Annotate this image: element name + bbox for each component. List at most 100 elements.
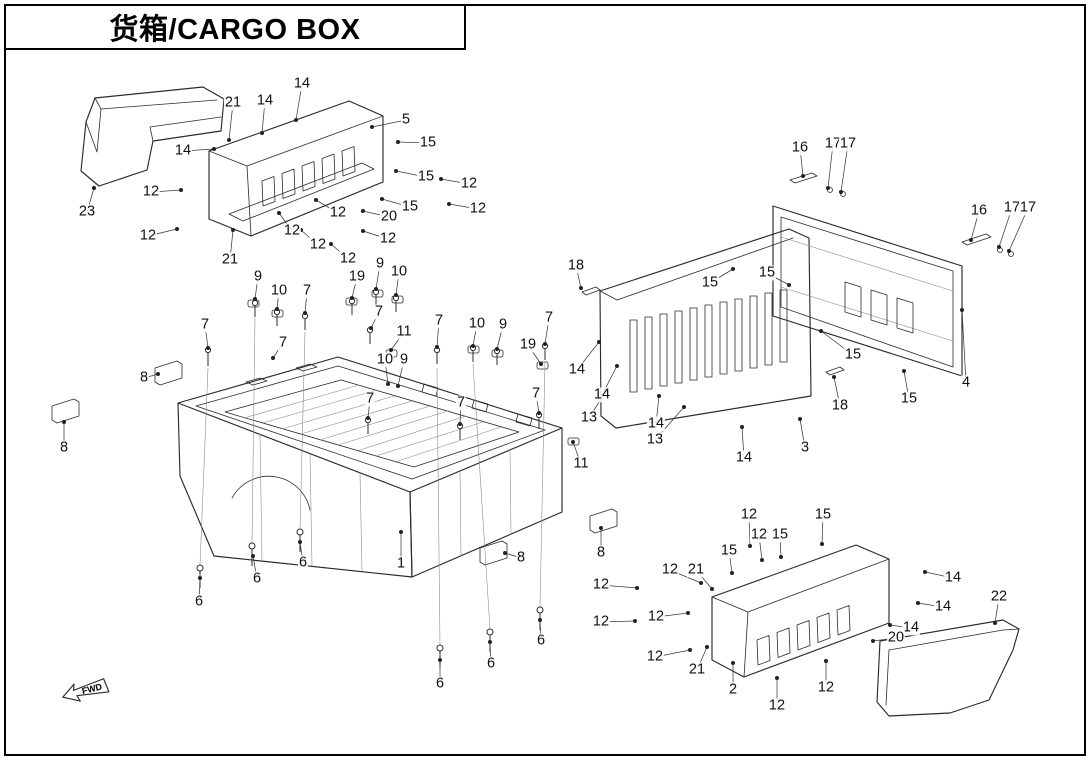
part-16-hinge-right [961, 233, 992, 246]
leader-dot [396, 384, 400, 388]
leader-dot [503, 551, 507, 555]
leader-line [395, 170, 427, 178]
part-8-brackets [51, 360, 618, 566]
leader-line [397, 359, 405, 387]
leader-line [150, 189, 182, 193]
page-title: 货箱/CARGO BOX [109, 14, 361, 46]
leader-dot [537, 411, 541, 415]
leader-line [362, 230, 389, 240]
leader-dot [62, 420, 66, 424]
leader-dot [277, 211, 281, 215]
leader-dot [832, 375, 836, 379]
leader-line [695, 569, 713, 590]
leader-line [600, 620, 636, 623]
leader-dot [902, 369, 906, 373]
leader-dot [156, 372, 160, 376]
leader-dot [179, 188, 183, 192]
leader-line [261, 100, 266, 134]
tailgate-emboss [844, 281, 914, 334]
leader-line [295, 83, 303, 121]
leader-dot [839, 190, 843, 194]
wheel-arch [231, 475, 311, 511]
leader-dot [361, 229, 365, 233]
leader-dot [633, 619, 637, 623]
leader-line [229, 229, 234, 261]
leader-dot [657, 394, 661, 398]
leader-line [390, 331, 405, 351]
leader-dot [447, 202, 451, 206]
leader-dot [597, 340, 601, 344]
leader-dot [251, 554, 255, 558]
leader-dot [394, 293, 398, 297]
leader-dot [760, 558, 764, 562]
leader-dot [748, 544, 752, 548]
leader-line [799, 418, 806, 449]
leader-line [86, 187, 95, 213]
leader-dot [389, 348, 393, 352]
leader-line [367, 398, 371, 419]
part-5-rail [228, 162, 375, 222]
leader-line [362, 210, 390, 218]
leader-dot [960, 308, 964, 312]
leader-dot [539, 362, 543, 366]
leader-dot [599, 526, 603, 530]
leader-dot [1007, 249, 1011, 253]
floor-ribs [243, 384, 502, 463]
panel-slats [629, 289, 788, 393]
leader-line [299, 541, 304, 564]
leader-dot [731, 661, 735, 665]
leader-dot [175, 227, 179, 231]
leader-dot [993, 621, 997, 625]
leader-line [539, 619, 542, 642]
title-box: 货箱/CARGO BOX [4, 4, 466, 50]
leader-line [436, 320, 440, 348]
leader-dot [303, 311, 307, 315]
leader-dot [740, 425, 744, 429]
leader-dot [699, 581, 703, 585]
leader-line [655, 395, 660, 425]
leader-line [833, 376, 841, 407]
leader-line [600, 584, 638, 589]
leader-dot [294, 118, 298, 122]
leader-line [204, 324, 209, 349]
leader-dot [374, 287, 378, 291]
leader-dot [969, 238, 973, 242]
leader-dot [730, 571, 734, 575]
leader-line [748, 514, 751, 547]
leader-dot [435, 345, 439, 349]
leader-line [728, 550, 733, 574]
leader-dot [231, 228, 235, 232]
part-2-side-panel [711, 544, 890, 678]
part-23-corner-panel [80, 86, 225, 187]
leader-line [575, 265, 582, 289]
leader-dot [710, 587, 714, 591]
part-1-cargo-tub [177, 356, 563, 578]
leader-line [654, 406, 685, 441]
leader-line [276, 290, 280, 310]
leader-line [252, 555, 258, 580]
leader-dot [798, 417, 802, 421]
leader-line [440, 178, 470, 185]
leader-line [696, 646, 708, 671]
leader-dot [298, 540, 302, 544]
leader-dot [396, 140, 400, 144]
leader-line [147, 228, 178, 237]
leader-dot [495, 347, 499, 351]
leader-dot [579, 286, 583, 290]
leader-dot [571, 440, 575, 444]
leader-dot [394, 169, 398, 173]
leader-line [821, 514, 824, 545]
part-17-bolt [840, 191, 846, 197]
leader-dot [366, 416, 370, 420]
leader-line [994, 596, 1000, 624]
leader-line [272, 342, 284, 359]
leader-dot [923, 570, 927, 574]
leader-line [655, 612, 689, 618]
leader-line [381, 198, 411, 208]
leader-line [970, 210, 980, 241]
leader-line [903, 370, 910, 400]
leader-dot [439, 177, 443, 181]
leader-line [917, 602, 944, 608]
